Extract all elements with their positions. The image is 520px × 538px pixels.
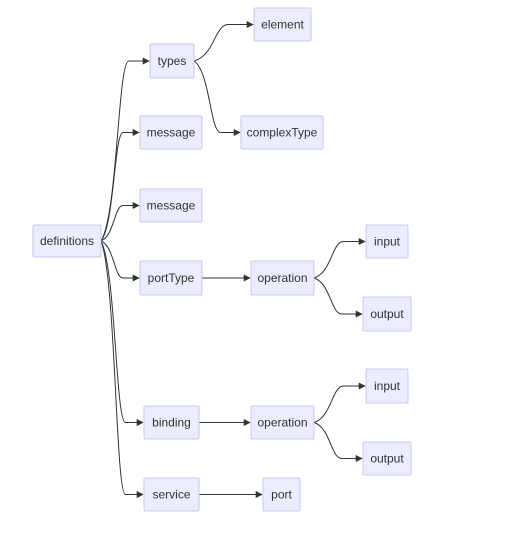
node-definitions: definitions bbox=[32, 224, 102, 258]
node-element: element bbox=[253, 7, 312, 42]
node-port: port bbox=[262, 477, 301, 512]
node-label: types bbox=[158, 54, 187, 68]
nodes-layer: definitions types element complexType messag… bbox=[32, 7, 412, 512]
node-box bbox=[362, 441, 412, 476]
node-label: service bbox=[152, 488, 190, 502]
node-operation2: operation bbox=[250, 405, 315, 440]
node-label: element bbox=[261, 18, 304, 32]
node-binding: binding bbox=[143, 405, 200, 440]
node-box bbox=[250, 260, 315, 296]
node-message1: message bbox=[139, 115, 203, 150]
node-box bbox=[365, 368, 409, 404]
node-output2: output bbox=[362, 441, 412, 476]
edge-operation2-to-output2 bbox=[313, 422, 363, 462]
node-box bbox=[262, 477, 301, 512]
edge-types-to-complex-type bbox=[193, 60, 241, 136]
edge-operation1-to-output1 bbox=[313, 277, 363, 318]
node-message2: message bbox=[139, 188, 203, 223]
node-box bbox=[139, 115, 203, 150]
node-box bbox=[32, 224, 102, 258]
node-label: output bbox=[370, 307, 404, 321]
node-box bbox=[362, 296, 412, 332]
node-port-type: portType bbox=[139, 260, 203, 296]
node-box bbox=[143, 477, 200, 512]
node-label: operation bbox=[257, 416, 307, 430]
edge-definitions-to-message1 bbox=[100, 129, 140, 242]
edge-definitions-to-binding bbox=[100, 240, 144, 426]
node-complex-type: complexType bbox=[240, 115, 324, 150]
edge-operation2-to-input2 bbox=[313, 382, 366, 423]
node-box bbox=[149, 43, 195, 79]
node-input1: input bbox=[365, 224, 409, 259]
node-box bbox=[365, 224, 409, 259]
edge-definitions-to-port-type bbox=[100, 240, 140, 282]
node-service: service bbox=[143, 477, 200, 512]
node-label: complexType bbox=[247, 126, 318, 140]
node-label: binding bbox=[152, 416, 191, 430]
node-label: message bbox=[147, 126, 196, 140]
node-box bbox=[250, 405, 315, 440]
node-operation1: operation bbox=[250, 260, 315, 296]
node-label: portType bbox=[148, 271, 195, 285]
edge-types-to-element bbox=[193, 21, 254, 62]
node-box bbox=[240, 115, 324, 150]
node-box bbox=[139, 260, 203, 296]
node-box bbox=[253, 7, 312, 42]
node-label: output bbox=[370, 452, 404, 466]
node-label: operation bbox=[257, 271, 307, 285]
node-input2: input bbox=[365, 368, 409, 404]
node-box bbox=[143, 405, 200, 440]
edge-operation1-to-input1 bbox=[313, 238, 366, 279]
node-label: input bbox=[374, 379, 401, 393]
node-output1: output bbox=[362, 296, 412, 332]
edge-definitions-to-message2 bbox=[100, 202, 140, 242]
node-box bbox=[139, 188, 203, 223]
edges-layer bbox=[100, 21, 366, 498]
node-label: message bbox=[147, 199, 196, 213]
node-label: input bbox=[374, 235, 401, 249]
edge-definitions-to-service bbox=[100, 240, 144, 498]
node-types: types bbox=[149, 43, 195, 79]
edge-definitions-to-types bbox=[100, 57, 150, 242]
node-label: port bbox=[271, 488, 292, 502]
node-label: definitions bbox=[40, 234, 94, 248]
